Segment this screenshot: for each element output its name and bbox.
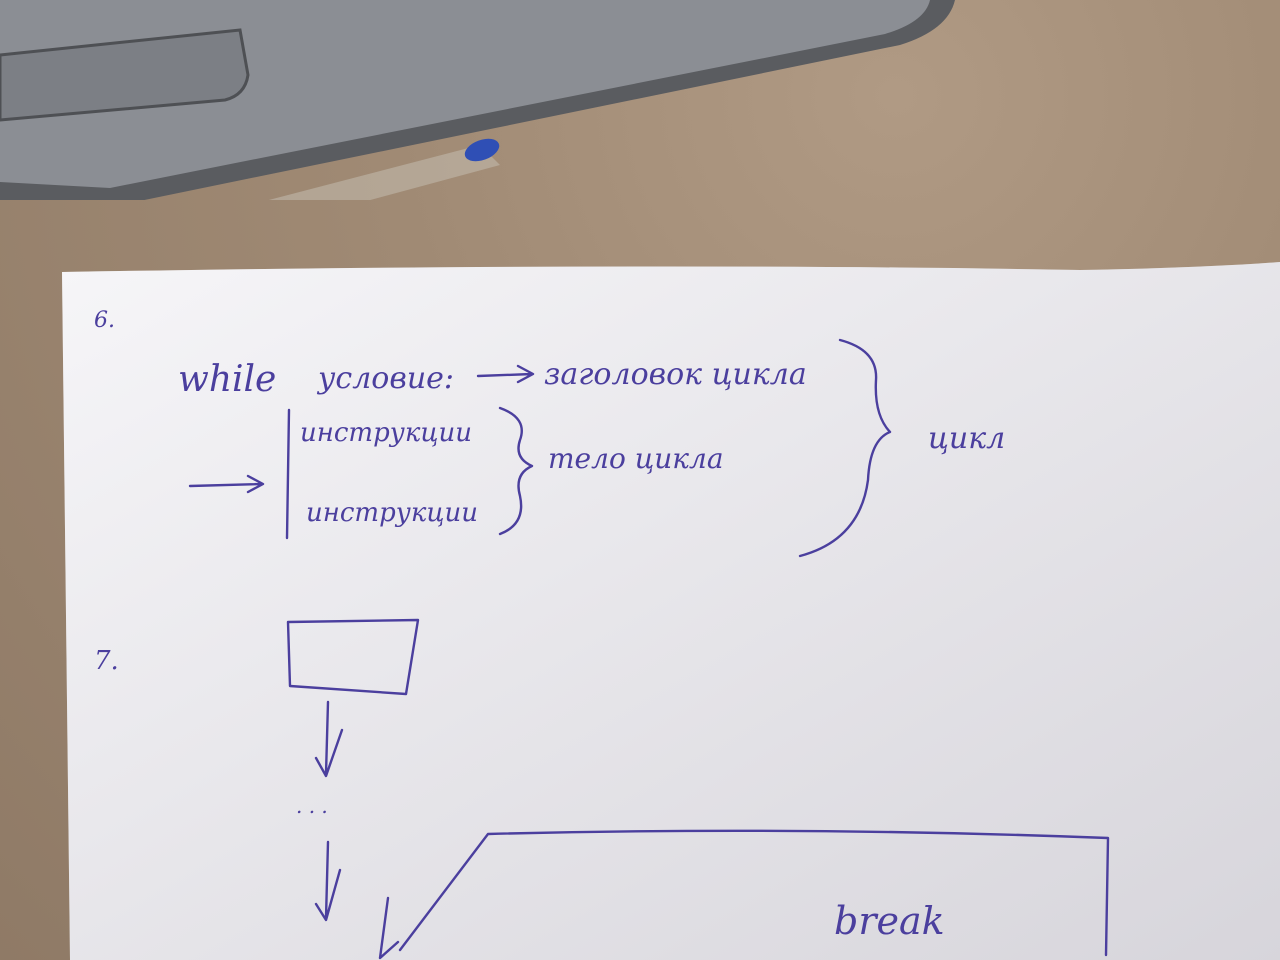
ellipsis-text: . . .: [296, 794, 328, 818]
arrow-down-2: [314, 840, 342, 922]
break-keyword: break: [834, 899, 945, 943]
break-arrow: [378, 896, 400, 960]
loop-text: цикл: [928, 421, 1006, 456]
process-box: [286, 618, 420, 696]
pen-icon: [268, 145, 500, 200]
body-brace: [498, 406, 534, 536]
break-loop-line: [398, 829, 1110, 957]
while-keyword: while: [178, 359, 277, 400]
instruction-1-text: инструкции: [300, 418, 472, 448]
instruction-2-text: инструкции: [306, 498, 478, 528]
loop-body-text: тело цикла: [548, 442, 724, 475]
section6-number: 6.: [94, 308, 115, 333]
body-bar: [285, 408, 291, 540]
laptop-and-pen: [0, 0, 955, 200]
arrow-to-header: [476, 364, 535, 384]
loop-brace: [798, 338, 892, 558]
section7-number: 7.: [94, 646, 119, 676]
arrow-down-1: [314, 700, 344, 778]
arrow-to-body: [188, 474, 265, 494]
loop-header-text: заголовок цикла: [544, 357, 807, 392]
condition-text: условие:: [318, 361, 455, 396]
